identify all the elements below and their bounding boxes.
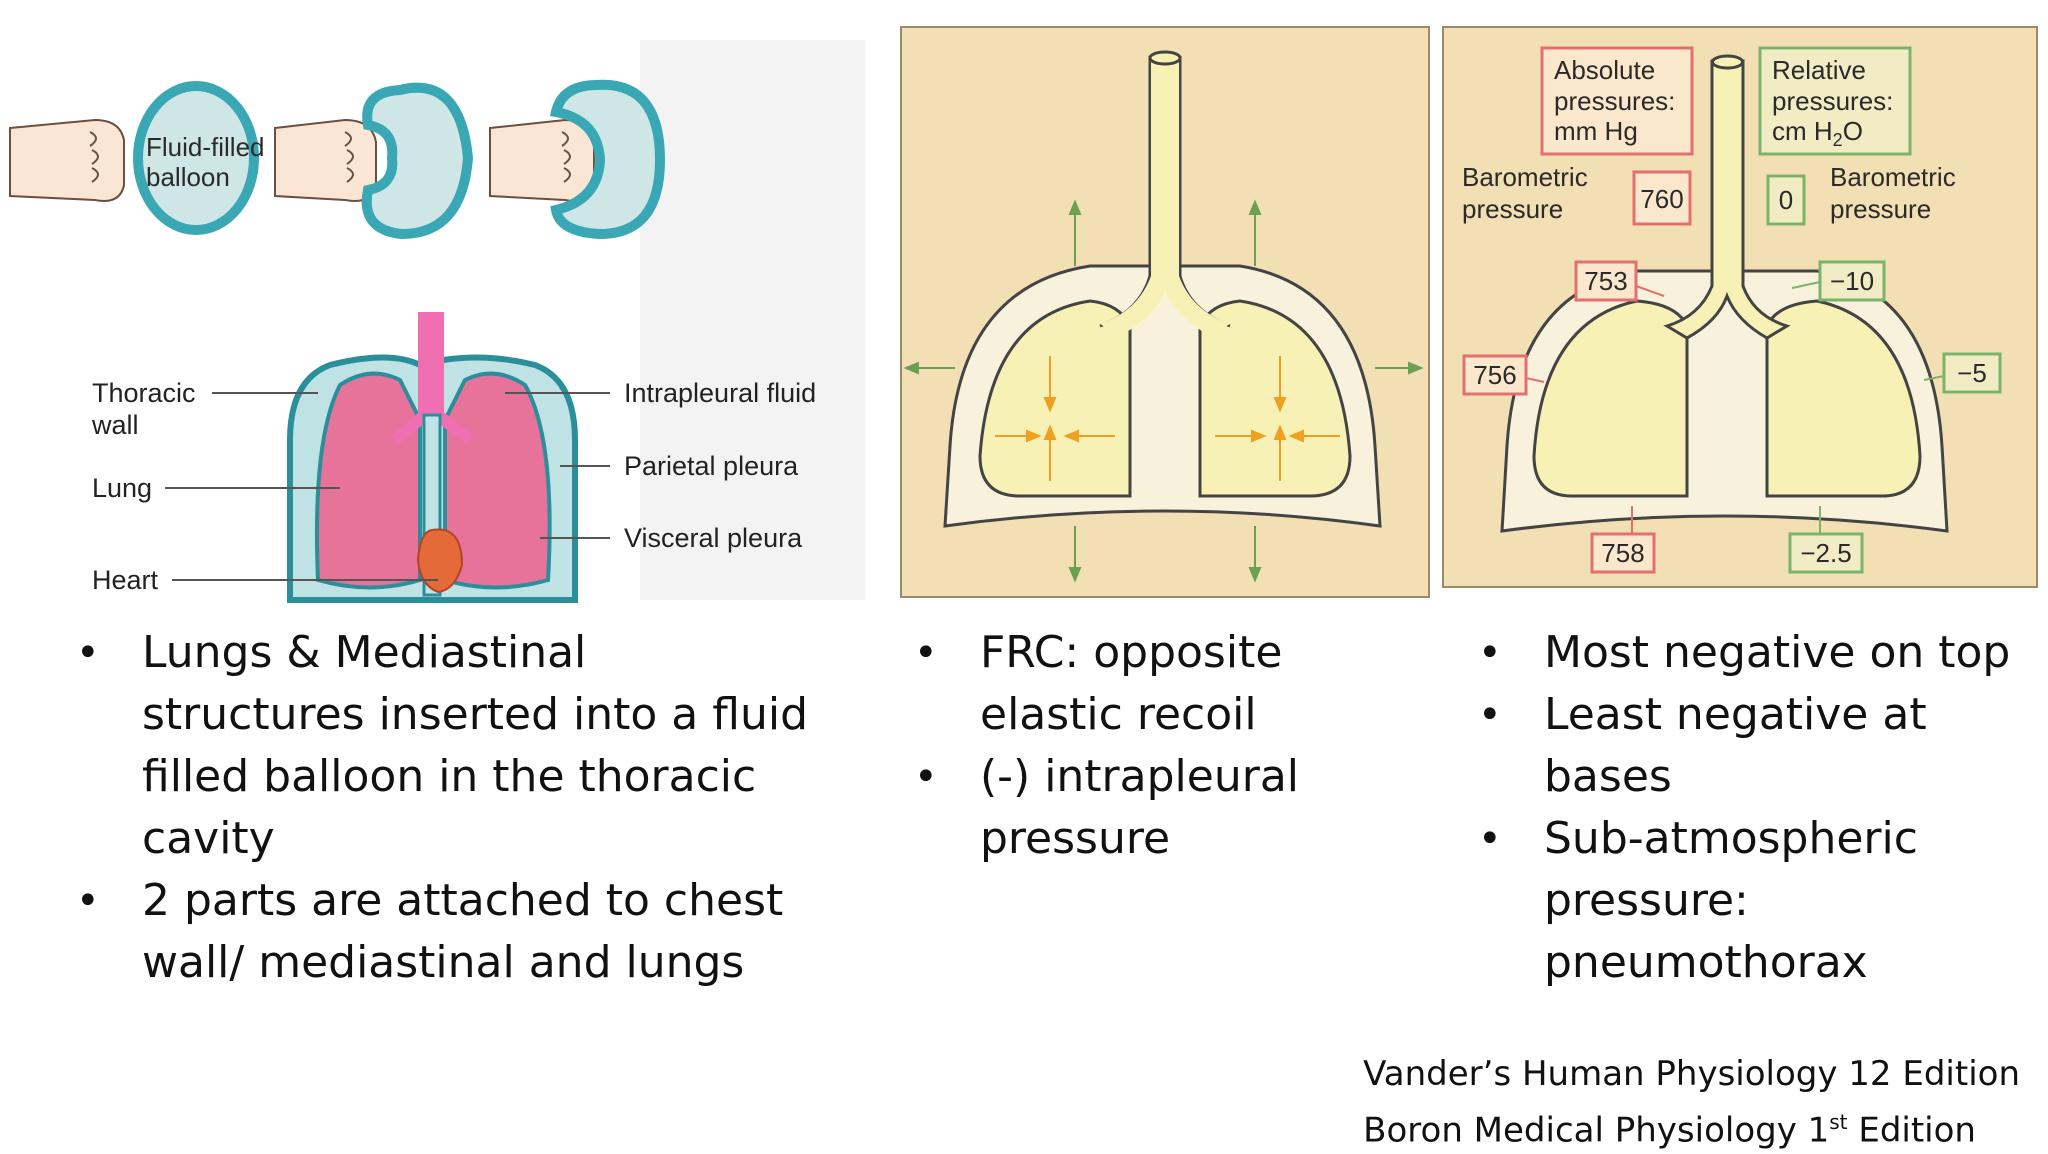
fist-icon — [274, 118, 377, 202]
bullet-item: Lungs & Mediastinal structures inserted … — [76, 622, 816, 870]
references: Vander’s Human Physiology 12 Edition Bor… — [1363, 1050, 2020, 1154]
bullet-item: Sub-atmospheric pressure: pneumothorax — [1478, 808, 2018, 994]
abs-barometric-value: 760 — [1632, 170, 1692, 226]
baro-label-left-2: pressure — [1462, 194, 1563, 224]
bullets-right: Most negative on top Least negative at b… — [1478, 622, 2018, 994]
svg-text:−5: −5 — [1957, 358, 1987, 388]
background-page — [640, 40, 865, 600]
label-heart: Heart — [92, 565, 159, 595]
abs-header-line3: mm Hg — [1554, 116, 1638, 146]
bullet-item: Most negative on top — [1478, 622, 2018, 684]
rel-header-line2: pressures: — [1772, 86, 1893, 116]
bullets-left: Lungs & Mediastinal structures inserted … — [76, 622, 816, 994]
label-thoracic-wall-2: wall — [91, 410, 139, 440]
svg-text:758: 758 — [1601, 538, 1644, 568]
bullet-item: FRC: opposite elastic recoil — [914, 622, 1434, 746]
left-lung — [1532, 299, 1689, 498]
label-thoracic-wall-1: Thoracic — [92, 378, 196, 408]
lung-recoil-arrows — [995, 356, 1340, 481]
fluid-balloon — [133, 81, 259, 235]
baro-label-right-1: Barometric — [1830, 162, 1956, 192]
fist-icon — [489, 118, 595, 202]
label-visceral-pleura: Visceral pleura — [624, 523, 803, 553]
trachea-opening — [1711, 54, 1744, 70]
right-lung — [443, 371, 552, 590]
reference-boron: Boron Medical Physiology 1st Edition — [1363, 1110, 1976, 1151]
bullet-item: Least negative at bases — [1478, 684, 2018, 808]
indented-balloon — [361, 82, 474, 240]
rel-mid-value: −5 — [1923, 352, 2002, 394]
svg-text:0: 0 — [1779, 185, 1793, 215]
bullets-middle: FRC: opposite elastic recoil (-) intrapl… — [914, 622, 1434, 870]
frc-elastic-recoil-diagram — [900, 26, 1430, 598]
pleura-balloon-diagram: Fluid-filled balloon Thoracic wal — [9, 40, 865, 603]
relative-pressure-header — [1758, 46, 1912, 156]
deep-indented-balloon — [549, 79, 666, 240]
balloon-label-1: Fluid-filled — [146, 132, 265, 162]
pleural-pressure-diagram: Absolute pressures: mm Hg Relative press… — [1442, 26, 2038, 588]
chest-wall-recoil-arrows — [903, 199, 1424, 583]
trachea — [418, 312, 444, 412]
label-parietal-pleura: Parietal pleura — [624, 451, 799, 481]
thoracic-cavity-schematic — [287, 312, 578, 603]
rel-barometric-value: 0 — [1766, 174, 1806, 226]
balloon-label-2: balloon — [146, 162, 230, 192]
label-intrapleural-fluid: Intrapleural fluid — [624, 378, 816, 408]
label-lung: Lung — [92, 473, 152, 503]
abs-header-line2: pressures: — [1554, 86, 1675, 116]
fist-icon — [9, 118, 125, 202]
bullet-item: (-) intrapleural pressure — [914, 746, 1434, 870]
rel-header-line3: cm H2O — [1772, 116, 1863, 150]
svg-text:756: 756 — [1473, 360, 1516, 390]
abs-mid-value: 756 — [1462, 354, 1545, 396]
svg-text:−2.5: −2.5 — [1800, 538, 1851, 568]
absolute-pressure-header — [1540, 46, 1694, 156]
heart — [416, 528, 464, 594]
svg-text:760: 760 — [1640, 184, 1683, 214]
left-lung — [314, 371, 422, 590]
rel-header-line1: Relative — [1772, 55, 1866, 85]
leader-lines — [165, 392, 610, 581]
reference-vander: Vander’s Human Physiology 12 Edition — [1363, 1054, 2020, 1094]
rel-apex-value: −10 — [1791, 260, 1886, 302]
abs-base-value: 758 — [1590, 506, 1656, 574]
svg-text:753: 753 — [1584, 266, 1627, 296]
svg-text:−10: −10 — [1830, 266, 1874, 296]
rel-base-value: −2.5 — [1788, 506, 1864, 574]
trachea-opening — [1148, 50, 1182, 66]
abs-header-line1: Absolute — [1554, 55, 1655, 85]
right-lung — [1765, 299, 1922, 498]
abs-apex-value: 753 — [1574, 260, 1665, 302]
baro-label-left-1: Barometric — [1462, 162, 1588, 192]
bullet-item: 2 parts are attached to chest wall/ medi… — [76, 870, 816, 994]
baro-label-right-2: pressure — [1830, 194, 1931, 224]
